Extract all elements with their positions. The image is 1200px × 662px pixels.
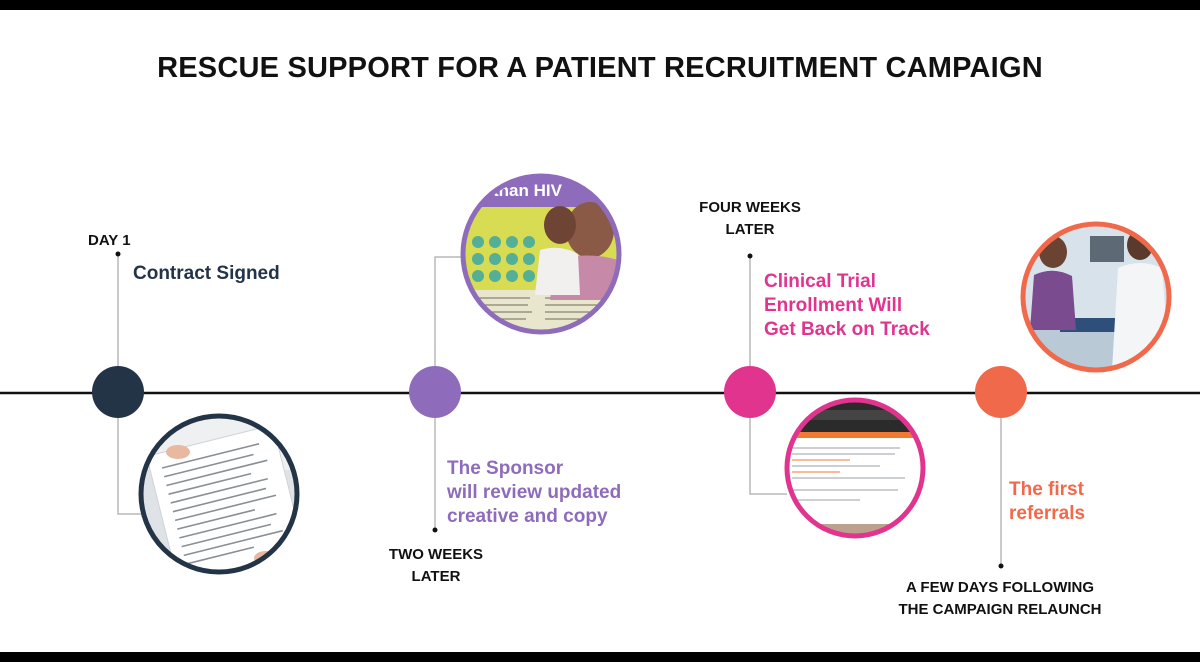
- top-border: [0, 0, 1200, 10]
- website-image: [787, 400, 923, 536]
- milestone-3-description: Clinical Trial Enrollment Will Get Back …: [764, 271, 930, 340]
- milestone-1-description: Contract Signed: [133, 263, 280, 284]
- connector-lines: [117, 254, 1002, 566]
- contract-image-ring: [138, 413, 300, 575]
- connector-dots: [115, 251, 1004, 569]
- milestone-dot-3: [724, 366, 776, 418]
- bottom-border: [0, 652, 1200, 662]
- brochure-image-ring: [460, 173, 622, 335]
- website-image-ring: [784, 397, 926, 539]
- milestone-dot-1: [92, 366, 144, 418]
- milestone-4-time: A FEW DAYS FOLLOWING THE CAMPAIGN RELAUN…: [898, 579, 1102, 618]
- milestone-1-time: DAY 1: [88, 232, 131, 249]
- consultation-image-ring: [1020, 221, 1172, 373]
- milestone-4-description: The first referrals: [1009, 479, 1086, 524]
- milestone-dot-4: [975, 366, 1027, 418]
- milestone-3-time: FOUR WEEKS LATER: [699, 199, 801, 238]
- brochure-headline-2: than HIV: [493, 181, 563, 200]
- contract-image: [141, 416, 297, 572]
- milestone-2-description: The Sponsor will review updated creative…: [447, 458, 622, 527]
- page-title: RESCUE SUPPORT FOR A PATIENT RECRUITMENT…: [157, 52, 1043, 84]
- milestone-2-time: TWO WEEKS LATER: [388, 546, 484, 585]
- milestone-dot-2: [409, 366, 461, 418]
